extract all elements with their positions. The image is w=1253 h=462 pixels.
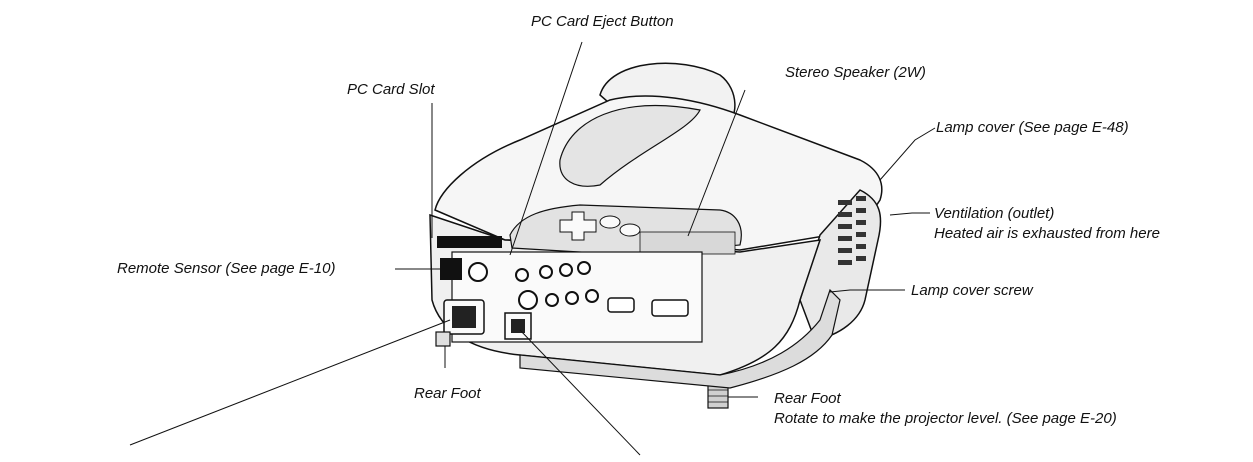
audio-port (559, 263, 573, 277)
rca-port (545, 293, 559, 307)
label-rear-foot-left: Rear Foot (414, 385, 481, 402)
audio-port (539, 265, 553, 279)
label-rear-foot-right-line1: Rear Foot (774, 390, 841, 407)
power-switch-rocker (511, 319, 525, 333)
rca-port (565, 291, 579, 305)
label-ventilation-line2: Heated air is exhausted from here (934, 225, 1160, 242)
vga-port (607, 297, 635, 313)
label-lamp-cover: Lamp cover (See page E-48) (936, 119, 1129, 136)
label-pc-card-slot: PC Card Slot (347, 81, 435, 98)
top-lens-tunnel (559, 105, 701, 187)
speaker-grille (639, 231, 736, 255)
audio-port (515, 268, 529, 282)
s-video-port (468, 262, 488, 282)
pc-card-slot (437, 236, 502, 248)
label-lamp-cover-screw: Lamp cover screw (911, 282, 1033, 299)
label-pc-card-eject-button: PC Card Eject Button (531, 13, 674, 30)
remote-sensor (440, 258, 462, 280)
label-rear-foot-right-line2: Rotate to make the projector level. (See… (774, 410, 1117, 427)
ventilation-grille (838, 196, 866, 265)
rear-foot-left (435, 331, 451, 347)
label-ventilation-line1: Ventilation (outlet) (934, 205, 1055, 222)
select-button (559, 211, 597, 241)
rca-port (585, 289, 599, 303)
label-stereo-speaker: Stereo Speaker (2W) (785, 64, 926, 81)
panel-button (599, 215, 621, 229)
label-rear-foot-right: Rear Foot Rotate to make the projector l… (774, 389, 1117, 429)
ac-inlet-socket (452, 306, 476, 328)
bottom-plate (519, 288, 841, 389)
leader-lines (129, 41, 936, 456)
label-ventilation: Ventilation (outlet) Heated air is exhau… (934, 204, 1160, 244)
audio-port (577, 261, 591, 275)
panel-button (619, 223, 641, 237)
dvi-port (651, 299, 689, 317)
label-remote-sensor: Remote Sensor (See page E-10) (117, 260, 336, 277)
s-video-port (518, 290, 538, 310)
